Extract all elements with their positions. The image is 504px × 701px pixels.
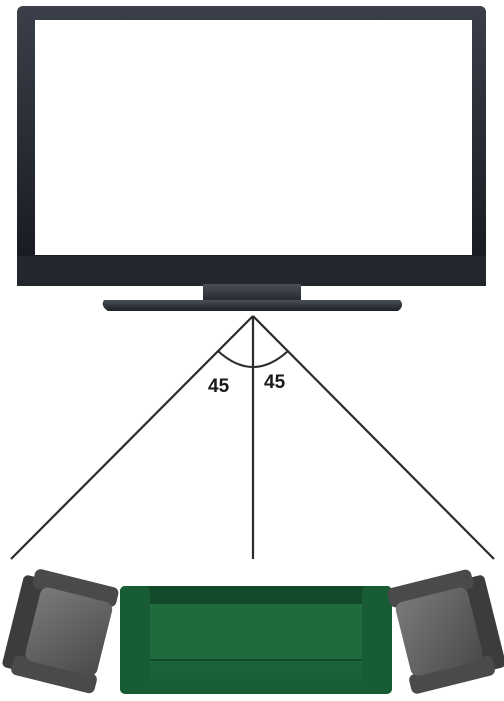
armchair-icon [2, 569, 119, 694]
tv-screen [35, 20, 472, 255]
armchair-back [2, 575, 45, 671]
sofa-icon [120, 586, 392, 694]
armchair-arm-top [387, 569, 474, 608]
tv-bottom-bezel [17, 256, 486, 286]
armchair-back [463, 575, 504, 671]
sofa-arm-left [120, 586, 150, 694]
armchair-icon [387, 569, 504, 694]
sofa-back [120, 586, 392, 604]
armchair-arm-bottom [11, 655, 97, 694]
sight-line-right [252, 315, 495, 560]
armchair-seat [395, 587, 483, 676]
sight-lines [10, 315, 495, 560]
armchair-arm-bottom [409, 656, 495, 694]
tv-icon [17, 6, 486, 311]
armchair-seat [25, 587, 113, 676]
sight-line-left [10, 315, 254, 560]
angle-arc [217, 350, 289, 368]
armchair-arm-top [32, 569, 119, 607]
tv-neck [203, 284, 301, 304]
tv-stand-base [102, 300, 403, 311]
sofa-arm-right [362, 586, 392, 694]
angle-label-right: 45 [264, 372, 286, 393]
sofa-seat [150, 604, 362, 660]
angle-label-left: 45 [208, 376, 230, 397]
